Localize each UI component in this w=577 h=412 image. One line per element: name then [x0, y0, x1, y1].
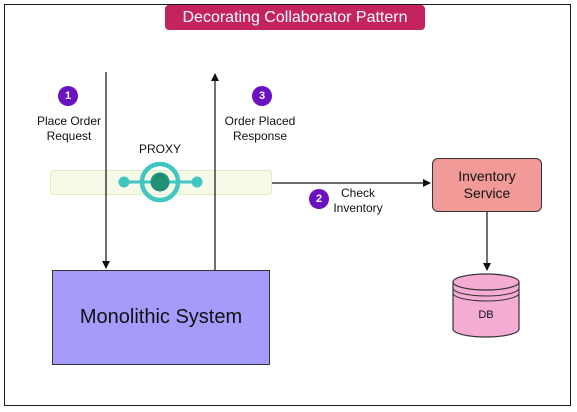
- step-2-label-line2: Inventory: [333, 201, 383, 215]
- monolithic-system-box: Monolithic System: [52, 270, 270, 365]
- step-1-label-line2: Request: [46, 129, 92, 143]
- monolithic-system-label: Monolithic System: [79, 306, 243, 328]
- db-label: DB: [478, 309, 494, 321]
- step-2-label-line1: Check: [340, 186, 375, 200]
- db-cylinder: [452, 273, 520, 338]
- step-1-label: Place Order Request: [22, 114, 116, 144]
- step-3-label-line2: Response: [232, 129, 288, 143]
- step-1-label-line1: Place Order: [36, 114, 102, 128]
- proxy-icon: [118, 161, 203, 203]
- step-3-badge: 3: [252, 86, 272, 106]
- inventory-service-label-line2: Service: [463, 185, 511, 201]
- proxy-label: PROXY: [138, 142, 181, 156]
- diagram-title: Decorating Collaborator Pattern: [165, 5, 425, 30]
- step-3-label: Order Placed Response: [214, 114, 306, 144]
- step-2-label: Check Inventory: [327, 186, 389, 216]
- step-3-label-line1: Order Placed: [224, 114, 296, 128]
- inventory-service-label-line1: Inventory: [458, 168, 516, 184]
- diagram-frame: [4, 4, 571, 406]
- inventory-service-box: Inventory Service: [432, 158, 542, 212]
- step-2-badge: 2: [309, 189, 329, 209]
- step-1-badge: 1: [58, 86, 78, 106]
